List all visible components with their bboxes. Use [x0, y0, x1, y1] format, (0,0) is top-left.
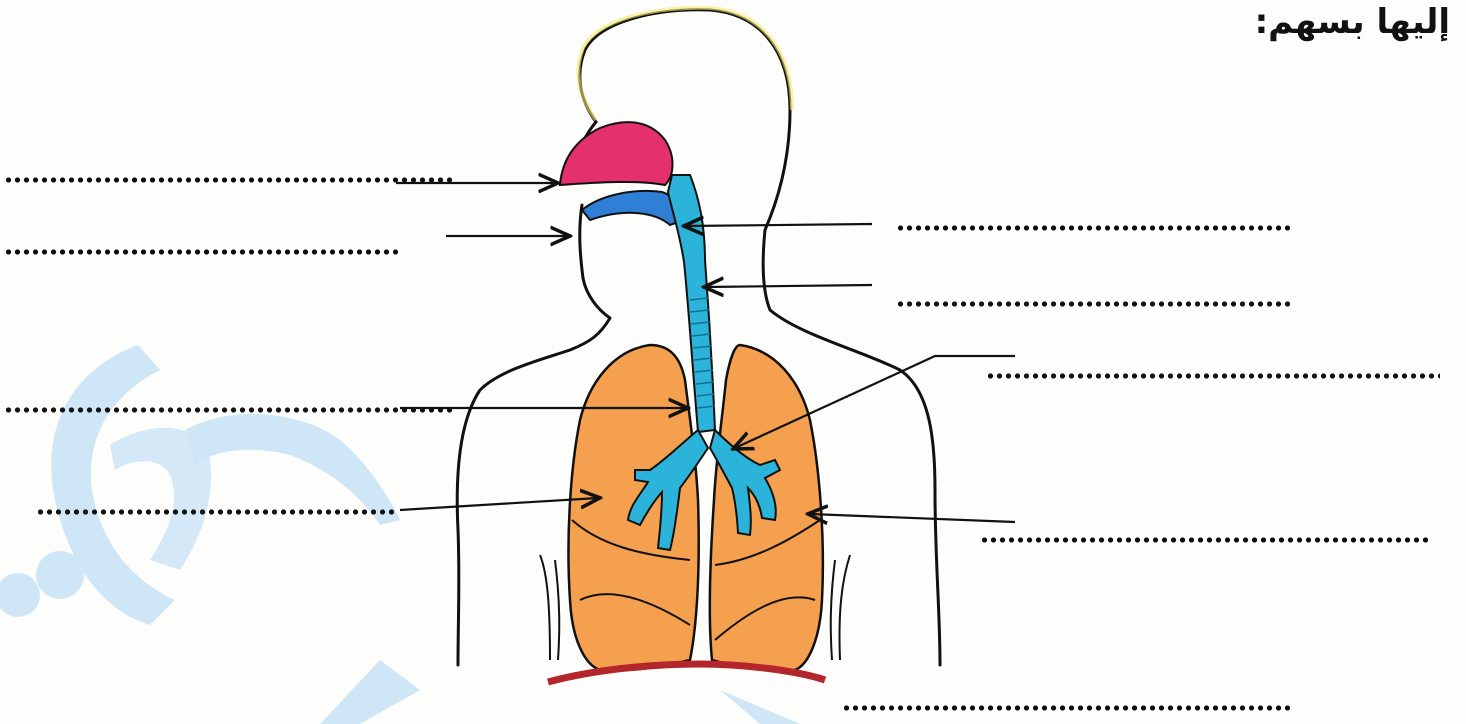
answer-blank-7[interactable]: [986, 370, 1440, 382]
answer-blank-6[interactable]: [896, 298, 1294, 310]
answer-blank-5[interactable]: [896, 222, 1294, 234]
nasal-cavity-shape: [560, 122, 673, 185]
answer-blank-3[interactable]: [4, 404, 454, 416]
answer-blank-9[interactable]: [842, 702, 1294, 714]
answer-blank-2[interactable]: [4, 246, 400, 258]
answer-blank-1[interactable]: [4, 174, 454, 186]
answer-blank-4[interactable]: [36, 506, 398, 518]
answer-blank-8[interactable]: [980, 534, 1430, 546]
